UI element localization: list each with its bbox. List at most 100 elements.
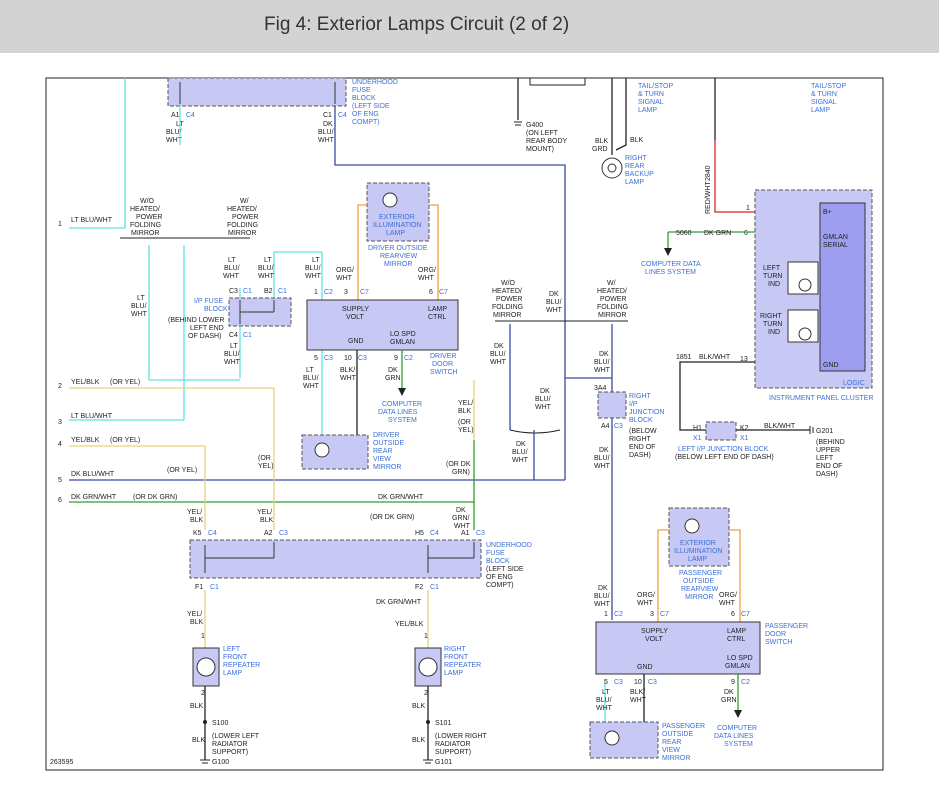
svg-text:CTRL: CTRL xyxy=(727,636,745,643)
svg-text:C3: C3 xyxy=(648,679,657,686)
svg-text:C1: C1 xyxy=(243,288,252,295)
svg-text:DK GRN/WHT: DK GRN/WHT xyxy=(378,494,424,501)
svg-text:C1: C1 xyxy=(278,288,287,295)
svg-text:VIEW: VIEW xyxy=(373,456,391,463)
svg-text:A2: A2 xyxy=(264,530,273,537)
svg-text:13: 13 xyxy=(740,356,748,363)
svg-text:BLU/: BLU/ xyxy=(596,697,612,704)
svg-text:(LEFT SIDE: (LEFT SIDE xyxy=(352,103,390,110)
passenger-outside-mirror: PASSENGER OUTSIDE REAR VIEW MIRROR xyxy=(589,721,705,762)
svg-text:EXTERIOR: EXTERIOR xyxy=(680,540,716,547)
svg-text:BLU/: BLU/ xyxy=(318,129,334,136)
driver-door-switch: SUPPLY VOLT LAMP CTRL GND LO SPD GMLAN 1… xyxy=(306,289,459,376)
svg-text:C1: C1 xyxy=(430,584,439,591)
svg-text:SUPPORT): SUPPORT) xyxy=(435,749,471,756)
svg-text:BLK: BLK xyxy=(190,703,204,710)
svg-text:W/O: W/O xyxy=(501,280,516,287)
svg-text:FRONT: FRONT xyxy=(444,654,469,661)
svg-text:BACKUP: BACKUP xyxy=(625,171,654,178)
svg-text:(OR YEL): (OR YEL) xyxy=(110,379,140,386)
svg-text:H5: H5 xyxy=(415,530,424,537)
svg-text:WHT: WHT xyxy=(303,383,320,390)
svg-text:BLU/: BLU/ xyxy=(303,375,319,382)
svg-text:YEL): YEL) xyxy=(258,463,274,470)
svg-text:G400: G400 xyxy=(526,122,543,129)
svg-text:INSTRUMENT PANEL CLUSTER: INSTRUMENT PANEL CLUSTER xyxy=(769,395,874,402)
instrument-panel-cluster: 1 6 13 B+ GMLAN SERIAL LEFT TURN IND RIG… xyxy=(740,189,874,402)
underhood-fuse-block-top: UNDERHOOD FUSE BLOCK (LEFT SIDE OF ENG C… xyxy=(167,77,398,126)
svg-text:ORG/: ORG/ xyxy=(719,592,737,599)
svg-text:B+: B+ xyxy=(823,209,832,216)
svg-text:MIRROR: MIRROR xyxy=(373,464,401,471)
svg-text:LAMP: LAMP xyxy=(638,107,657,114)
svg-text:LEFT: LEFT xyxy=(816,455,834,462)
svg-text:WHT: WHT xyxy=(546,307,563,314)
svg-text:RIGHT: RIGHT xyxy=(760,313,783,320)
svg-text:DRIVER OUTSIDE: DRIVER OUTSIDE xyxy=(368,245,428,252)
svg-text:C3: C3 xyxy=(358,355,367,362)
svg-text:DOOR: DOOR xyxy=(432,361,453,368)
svg-text:W/: W/ xyxy=(607,280,616,287)
svg-text:1: 1 xyxy=(314,289,318,296)
svg-text:2840: 2840 xyxy=(705,165,712,181)
svg-text:IND: IND xyxy=(768,329,780,336)
driver-exterior-illumination-lamp: EXTERIOR ILLUMINATION LAMP DRIVER OUTSID… xyxy=(366,182,430,268)
svg-text:WHT: WHT xyxy=(596,705,613,712)
svg-text:GMLAN: GMLAN xyxy=(390,339,415,346)
svg-text:WHT: WHT xyxy=(418,275,435,282)
svg-text:REARVIEW: REARVIEW xyxy=(681,586,719,593)
svg-text:DK: DK xyxy=(516,441,526,448)
svg-text:(OR YEL): (OR YEL) xyxy=(110,437,140,444)
svg-text:C4: C4 xyxy=(208,530,217,537)
svg-text:BLU/: BLU/ xyxy=(594,359,610,366)
svg-text:FUSE: FUSE xyxy=(486,550,505,557)
svg-text:COMPUTER: COMPUTER xyxy=(382,401,422,408)
svg-text:G101: G101 xyxy=(435,759,452,766)
svg-text:ILLUMINATION: ILLUMINATION xyxy=(373,222,422,229)
svg-text:LT: LT xyxy=(230,343,238,350)
svg-text:C2: C2 xyxy=(614,611,623,618)
svg-text:DK: DK xyxy=(323,121,333,128)
svg-text:GRN): GRN) xyxy=(452,469,470,476)
svg-text:DK GRN/WHT: DK GRN/WHT xyxy=(71,494,117,501)
svg-text:DK: DK xyxy=(598,585,608,592)
svg-text:LT: LT xyxy=(306,367,314,374)
svg-text:DK: DK xyxy=(724,689,734,696)
svg-text:BLK: BLK xyxy=(595,138,609,145)
svg-text:YEL/BLK: YEL/BLK xyxy=(71,379,100,386)
svg-text:TAIL/STOP: TAIL/STOP xyxy=(638,83,673,90)
svg-text:LAMP: LAMP xyxy=(811,107,830,114)
svg-text:RIGHT: RIGHT xyxy=(444,646,467,653)
svg-text:DRIVER: DRIVER xyxy=(430,353,456,360)
svg-text:10: 10 xyxy=(344,355,352,362)
svg-text:5: 5 xyxy=(58,477,62,484)
svg-text:OF ENG: OF ENG xyxy=(352,111,379,118)
svg-text:(BELOW: (BELOW xyxy=(629,428,657,435)
svg-text:1: 1 xyxy=(604,611,608,618)
svg-text:& TURN: & TURN xyxy=(811,91,837,98)
option-labels-middle: W/O HEATED/ POWER FOLDING MIRROR W/ HEAT… xyxy=(490,280,628,470)
svg-text:OF ENG: OF ENG xyxy=(486,574,513,581)
svg-text:WHT: WHT xyxy=(340,375,357,382)
svg-text:TURN: TURN xyxy=(763,321,782,328)
svg-text:GMLAN: GMLAN xyxy=(725,663,750,670)
svg-text:LT BLU/WHT: LT BLU/WHT xyxy=(71,217,113,224)
svg-text:I/P: I/P xyxy=(629,401,638,408)
svg-text:6: 6 xyxy=(429,289,433,296)
svg-text:LO SPD: LO SPD xyxy=(727,655,753,662)
svg-text:BLK: BLK xyxy=(192,737,206,744)
svg-text:S100: S100 xyxy=(212,720,228,727)
svg-text:C7: C7 xyxy=(439,289,448,296)
svg-text:BLU/: BLU/ xyxy=(535,396,551,403)
svg-text:VIEW: VIEW xyxy=(662,747,680,754)
svg-text:1: 1 xyxy=(58,221,62,228)
svg-text:C1: C1 xyxy=(243,332,252,339)
svg-text:3A4: 3A4 xyxy=(594,385,607,392)
svg-text:MIRROR: MIRROR xyxy=(598,312,626,319)
svg-text:LEFT: LEFT xyxy=(763,265,781,272)
svg-text:FOLDING: FOLDING xyxy=(130,222,161,229)
svg-text:POWER: POWER xyxy=(600,296,626,303)
tail-stop-turn-lamp-right: TAIL/STOP & TURN SIGNAL LAMP xyxy=(714,78,846,140)
svg-text:3: 3 xyxy=(344,289,348,296)
svg-text:RED/WHT: RED/WHT xyxy=(705,181,712,214)
